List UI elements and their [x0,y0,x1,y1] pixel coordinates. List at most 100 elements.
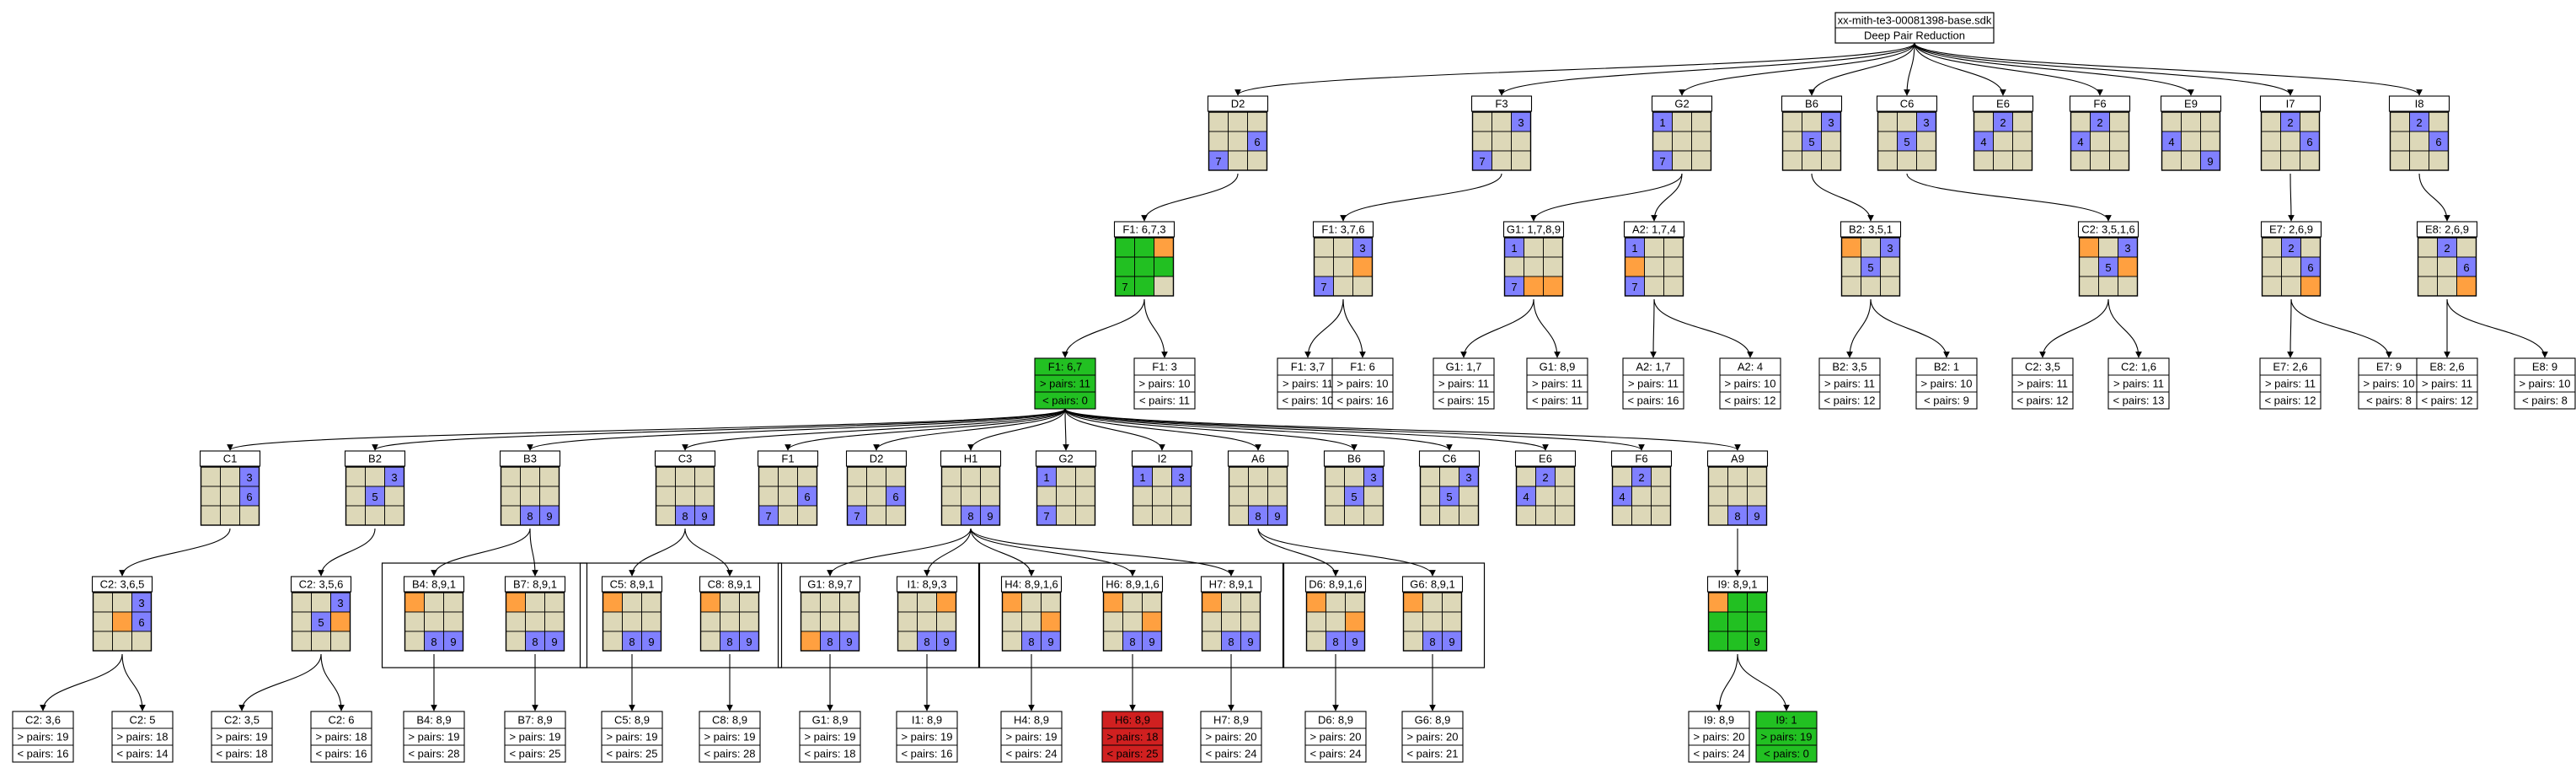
cell-digit: 4 [2077,136,2083,148]
grid-cell [330,631,351,652]
grid-cell [1041,611,1061,632]
node-F1b: F1: 3,7,637 [1312,221,1374,297]
node-E89: E8: 9> pairs: 10< pairs: 8 [2514,357,2576,410]
grid-cell [1524,256,1544,277]
node-label-box [1623,221,1685,238]
edge-root-F3a [1498,42,1915,96]
node-B789: B7: 8,9> pairs: 19< pairs: 25 [504,711,566,763]
stat-less-pairs: < pairs: 25 [509,748,560,760]
node-I91: I9: 1> pairs: 19< pairs: 0 [1755,711,1818,763]
edge-I7a-E7a [2288,173,2295,222]
grid-cell [443,592,463,613]
grid-cell [797,505,817,526]
node-label-box [504,576,566,593]
node-label: E6 [1996,98,2010,110]
cell-digit: 1 [1511,242,1517,255]
edge-H1b-I1c [924,528,972,577]
node-F1a: F1: 6,7,37 [1113,221,1176,297]
edge-root-E9a [1914,42,2194,96]
grid-cell [847,486,867,507]
node-label: B2 [368,453,382,465]
cell-digit: 3 [1465,471,1471,484]
root-title: xx-mith-te3-00081398-base.sdk [1838,14,1992,27]
node-label-box [1972,95,2034,112]
edge-root-I8a [1914,42,2423,96]
stat-greater-pairs: > pairs: 11 [2422,378,2472,390]
edge-B2a-B235 [1846,298,1872,358]
grid-cell [1267,486,1288,507]
grid-cell [201,486,221,507]
stat-box [111,711,174,763]
grid-cell [1352,256,1373,277]
cell-digit: 2 [2000,116,2006,129]
node-B2a: B2: 3,5,135 [1840,221,1902,297]
grid-cell [839,592,860,613]
stat-less-pairs: < pairs: 8 [2522,395,2568,407]
node-B235: B2: 3,5> pairs: 11< pairs: 12 [1818,357,1881,410]
stat-title: C8: 8,9 [712,714,747,727]
grid-cell [847,466,867,487]
grid-cell [2200,111,2220,132]
stat-box [211,711,273,763]
stat-greater-pairs: > pairs: 11 [1438,378,1489,390]
cell-digit: 2 [2288,242,2294,255]
stat-greater-pairs: > pairs: 11 [1283,378,1333,390]
edge-F167-A9b [1064,408,1741,451]
node-label-box [1323,450,1385,467]
grid-cell [443,611,463,632]
grid-cell [675,466,695,487]
grid-cell [544,611,565,632]
stat-title: D6: 8,9 [1318,714,1353,727]
node-I189: I1: 8,9> pairs: 19< pairs: 16 [896,711,958,763]
edge-root-F6a [1914,42,2103,96]
node-label: C2: 3,6,5 [100,578,145,591]
node-label: A9 [1731,453,1744,465]
cell-digit: 3 [391,471,397,484]
edge-G2a-A2a [1651,173,1683,222]
stat-greater-pairs: > pairs: 11 [2113,378,2164,390]
node-label-box [199,450,261,467]
cell-digit: 2 [1542,471,1548,484]
grid-cell [1202,611,1222,632]
grid-cell [365,505,385,526]
stat-box [2416,357,2478,410]
grid-cell [941,486,961,507]
edge-C2a-C216 [2107,298,2142,358]
grid-cell [641,592,661,613]
grid-cell [1403,611,1423,632]
node-F13s: F1: 3> pairs: 10< pairs: 11 [1133,357,1196,410]
grid-cell [1708,611,1728,632]
grid-cell [2181,131,2201,152]
stat-less-pairs: < pairs: 0 [1042,395,1088,407]
node-C216: C2: 1,6> pairs: 11< pairs: 13 [2107,357,2170,410]
stat-title: E7: 9 [2376,361,2402,373]
grid-cell [897,631,918,652]
stat-title: H7: 8,9 [1213,714,1249,727]
grid-cell [2300,111,2320,132]
node-label-box [1131,450,1193,467]
grid-cell [1344,505,1364,526]
grid-cell [1802,111,1822,132]
node-H789: H7: 8,9> pairs: 20< pairs: 24 [1200,711,1262,763]
node-label: G6: 8,9,1 [1410,578,1454,591]
grid-cell [1877,150,1898,171]
cell-digit: 6 [804,491,810,503]
stat-greater-pairs: > pairs: 10 [2363,378,2414,390]
stat-less-pairs: < pairs: 21 [1406,748,1458,760]
grid-cell [1880,256,1900,277]
cell-digit: 6 [1254,136,1260,148]
node-label-box [1502,221,1565,238]
cell-digit: 8 [967,510,973,523]
grid-cell [131,631,152,652]
cell-digit: 8 [924,636,929,648]
cell-digit: 3 [1178,471,1184,484]
stat-title: C2: 3,5 [224,714,260,727]
node-label: C3 [678,453,693,465]
